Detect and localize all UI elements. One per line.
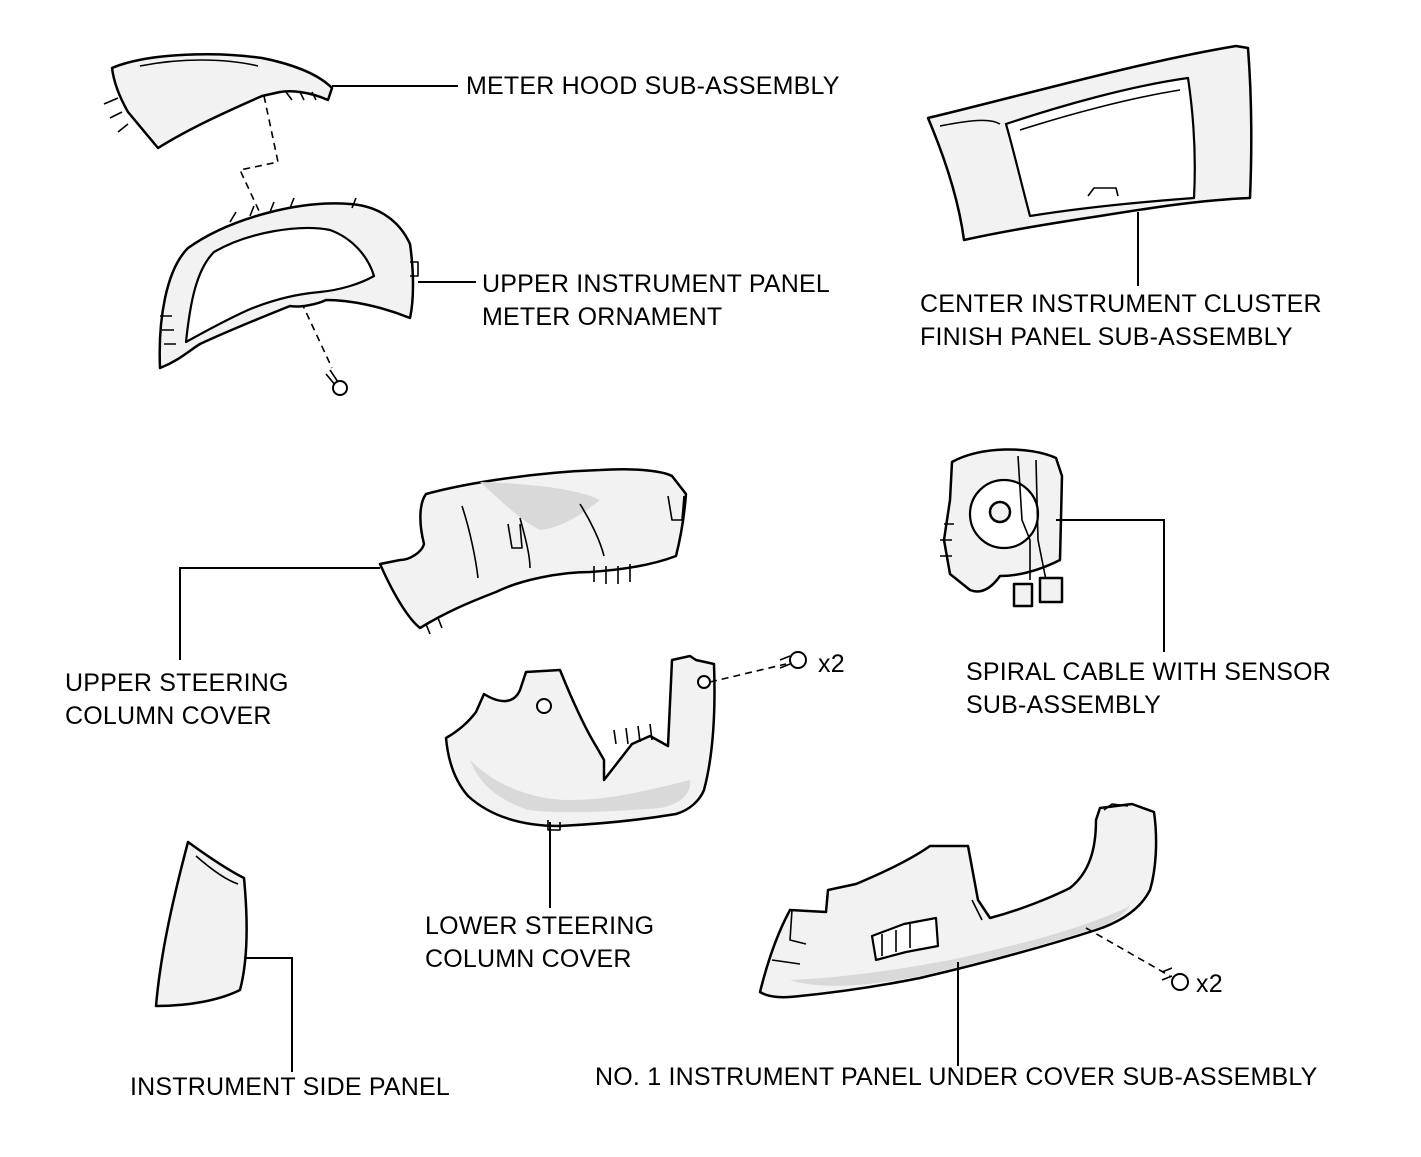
lower-cover-screw-icon	[779, 651, 807, 669]
spiral-cable-part	[940, 448, 1064, 608]
label-meter-hood: METER HOOD SUB-ASSEMBLY	[466, 72, 840, 100]
label-lower-column-cover: LOWER STEERING COLUMN COVER	[425, 912, 655, 973]
lower-cover-screw-dash	[709, 663, 787, 683]
label-under-cover: NO. 1 INSTRUMENT PANEL UNDER COVER SUB-A…	[595, 1063, 1318, 1091]
label-spiral-cable: SPIRAL CABLE WITH SENSOR SUB-ASSEMBLY	[966, 658, 1332, 719]
label-under-cover-qty: x2	[1196, 970, 1223, 998]
label-side-panel: INSTRUMENT SIDE PANEL	[130, 1073, 450, 1101]
under-cover-screw-icon	[1161, 967, 1189, 991]
center-cluster-panel-part	[926, 44, 1253, 242]
meter-hood-dash	[238, 95, 333, 369]
upper-column-cover-part	[378, 468, 688, 635]
side-panel-leader	[244, 957, 293, 1072]
label-upper-column-cover: UPPER STEERING COLUMN COVER	[65, 669, 289, 730]
under-cover-screw-dash	[1085, 927, 1171, 977]
ornament-screw-icon	[325, 369, 348, 396]
label-center-cluster: CENTER INSTRUMENT CLUSTER FINISH PANEL S…	[920, 290, 1322, 351]
meter-hood-part	[103, 53, 334, 150]
lower-column-cover-part	[444, 654, 716, 831]
upper-column-cover-leader	[179, 567, 380, 660]
spiral-cable-leader	[1056, 519, 1165, 652]
meter-ornament-part	[158, 197, 419, 370]
side-panel-part	[154, 840, 248, 1008]
under-cover-part	[758, 802, 1158, 999]
label-upper-ornament: UPPER INSTRUMENT PANEL METER ORNAMENT	[482, 270, 830, 331]
label-lower-cover-qty: x2	[818, 650, 845, 678]
